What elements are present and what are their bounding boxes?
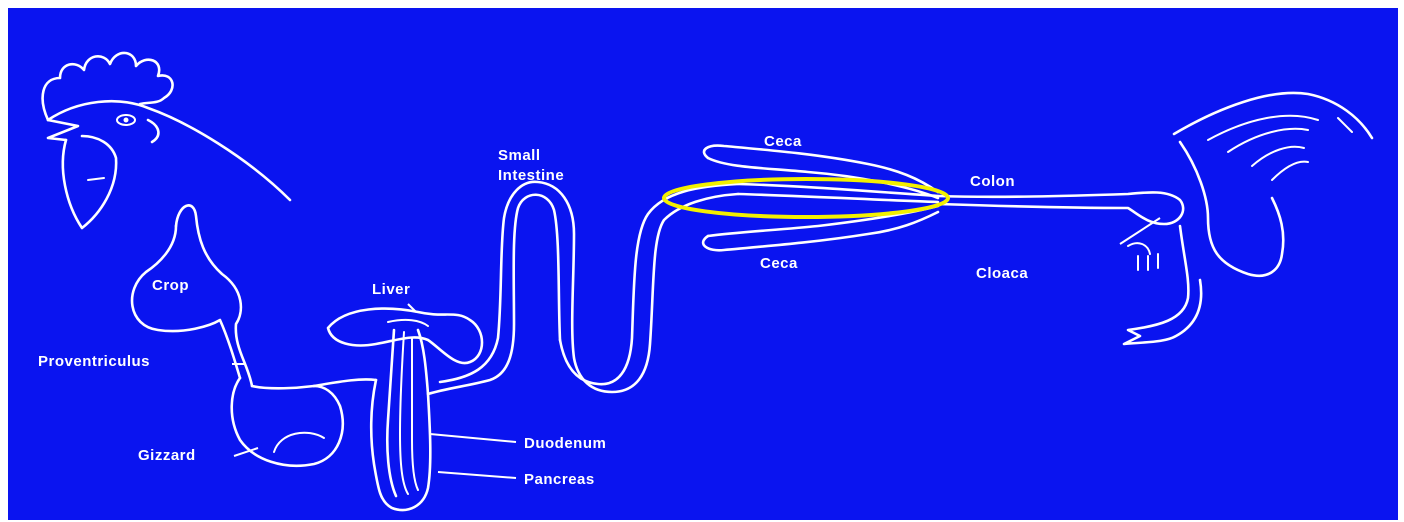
cloaca-label: Cloaca — [976, 265, 1028, 282]
diagram-panel: Ceca Small Intestine Colon Crop Liver Ce… — [8, 8, 1398, 520]
liver-label: Liver — [372, 281, 410, 298]
small-intestine-label-line1: Small — [498, 147, 541, 164]
duodenum-label: Duodenum — [524, 435, 606, 452]
digestive-tract-diagram: Ceca Small Intestine Colon Crop Liver Ce… — [8, 8, 1398, 520]
proventriculus-label: Proventriculus — [38, 353, 150, 370]
colon-label: Colon — [970, 173, 1015, 190]
crop-label: Crop — [152, 277, 189, 294]
pancreas-label: Pancreas — [524, 471, 595, 488]
background — [8, 8, 1398, 520]
small-intestine-label-line2: Intestine — [498, 167, 564, 184]
ceca-bottom-label: Ceca — [760, 255, 798, 272]
gizzard-label: Gizzard — [138, 447, 196, 464]
ceca-top-label: Ceca — [764, 133, 802, 150]
